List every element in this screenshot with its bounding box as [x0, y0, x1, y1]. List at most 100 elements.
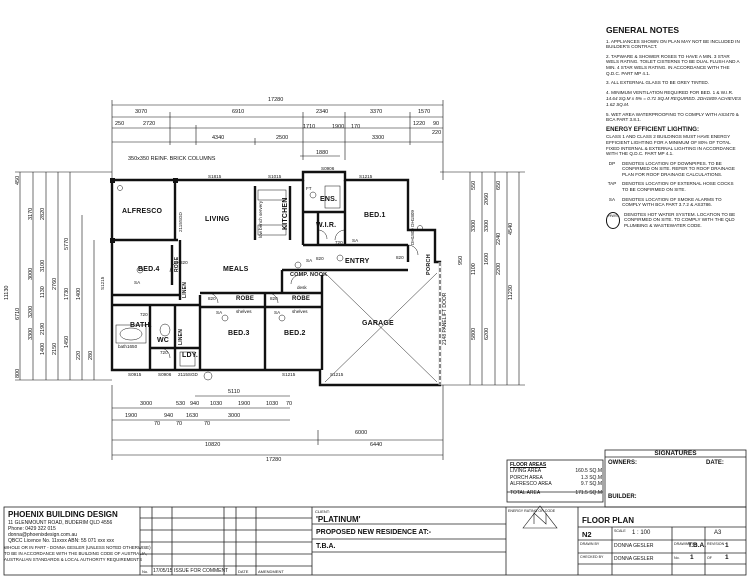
- drawn-by: DONNA GESLER: [614, 543, 654, 549]
- checked-by: DONNA GESLER: [614, 556, 654, 562]
- dim-bottom-overall: 17280: [266, 457, 282, 463]
- room-comp-nook: COMP. NOOK: [290, 272, 328, 278]
- dim-right-6200: 6200: [484, 327, 490, 340]
- floor-area-value: 1.3 SQ.M: [580, 474, 602, 481]
- window-s0906: S0906: [321, 166, 335, 171]
- floor-area-value: 9.7 SQ.M: [580, 481, 602, 488]
- dim-top-220: 220: [432, 130, 442, 136]
- site-address: T.B.A.: [316, 543, 336, 550]
- dim-top-1710: 1710: [303, 124, 316, 130]
- room-garage: GARAGE: [362, 320, 394, 327]
- dim-top-1220: 1220: [413, 121, 426, 127]
- dim-right-1100: 1100: [471, 263, 477, 275]
- floor-area-label: PORCH AREA: [510, 474, 543, 481]
- company-address: 11 GLENMOUNT ROAD, BUDERIM QLD 4556: [8, 520, 113, 526]
- window-s0906b: S0906: [158, 372, 172, 377]
- label-desk: desk: [297, 285, 307, 290]
- dim-left-800: 800: [15, 368, 21, 378]
- room-living: LIVING: [205, 216, 230, 223]
- sheet-title: FLOOR PLAN: [582, 516, 634, 525]
- company-phone: Phone: 0429 322 015: [8, 526, 56, 532]
- room-robe-2: ROBE: [292, 296, 311, 302]
- company-name: PHOENIX BUILDING DESIGN: [8, 510, 118, 519]
- dim-bottom-1630: 1630: [186, 413, 199, 419]
- notes-title: GENERAL NOTES: [606, 25, 680, 35]
- dim-bottom-1030: 1030: [210, 401, 223, 407]
- label-shelves-1: shelves: [236, 309, 252, 314]
- client-name: 'PLATINUM': [316, 515, 361, 524]
- dim-left-5770: 5770: [64, 237, 70, 250]
- dim-left-11130: 11130: [4, 285, 10, 300]
- dim-top-90: 90: [433, 121, 440, 127]
- dim-left-2760: 2760: [52, 277, 58, 290]
- dim-left-1730: 1730: [64, 287, 70, 300]
- smoke-alarm-2: SA: [274, 310, 281, 315]
- label-ft: FT: [306, 186, 312, 191]
- proposed-label: PROPOSED NEW RESIDENCE AT:-: [316, 529, 432, 536]
- dim-right-1600: 1600: [484, 252, 490, 265]
- signatures-title: SIGNATURES: [654, 450, 697, 457]
- window-s1215-top: S1215: [359, 174, 373, 179]
- room-alfresco: ALFRESCO: [122, 208, 163, 215]
- dim-top-2720: 2720: [143, 121, 156, 127]
- date-label: DATE:: [706, 460, 724, 466]
- standards-line: AUSTRALIAN STANDARDS & LOCAL AUTHORITY R…: [4, 557, 143, 562]
- dim-left-6710: 6710: [15, 307, 21, 320]
- room-meals: MEALS: [223, 266, 249, 273]
- tap-symbol: TAP: [607, 181, 617, 187]
- room-bed1: BED.1: [364, 212, 386, 219]
- checked-label: CHECKED BY: [580, 555, 604, 559]
- dim-bottom-1900b: 1900: [125, 413, 138, 419]
- company-email: donna@phoenixdesign.com.au: [8, 532, 78, 538]
- dim-right-2240: 2240: [496, 232, 502, 245]
- floor-area-total-value: 171.5 SQ.M: [575, 489, 602, 496]
- floor-area-value: 160.5 SQ.M: [575, 468, 602, 475]
- dim-top-2: 6910: [232, 109, 245, 115]
- dim-bottom-6000: 6000: [355, 430, 368, 436]
- note-item-3: 3. ALL EXTERNAL GLASS TO BE GREY TINTED.: [606, 80, 709, 86]
- room-wc: WC: [157, 337, 170, 344]
- dim-left-3200: 3200: [28, 305, 34, 318]
- revision-label: REVISION: [707, 542, 725, 546]
- dim-bottom-6440: 6440: [370, 442, 383, 448]
- note-item-1: 1. APPLIANCES SHOWN ON PLAN MAY NOT BE I…: [606, 38, 740, 50]
- dim-right-2200: 2200: [496, 262, 502, 275]
- legend-hws-text: DENOTES HOT WATER SYSTEM. LOCATION TO BE…: [624, 211, 736, 229]
- room-ens: ENS.: [320, 196, 338, 203]
- dim-right-2080: 2060: [484, 192, 490, 205]
- window-s1815: S1815: [208, 174, 222, 179]
- rev-text: ISSUE FOR COMMENT: [174, 568, 229, 574]
- dim-top-170: 170: [351, 124, 361, 130]
- door-720-b: 720: [160, 350, 168, 355]
- dim-left-280: 280: [88, 350, 94, 360]
- room-wir: W.I.R.: [316, 222, 337, 229]
- dim-top-250: 250: [115, 121, 125, 127]
- dim-left-220: 220: [76, 350, 82, 360]
- smoke-alarm-3: SA: [306, 258, 313, 263]
- dim-left-1400b: 1400: [76, 287, 82, 300]
- door-820-d: 820: [396, 255, 404, 260]
- revision-value: 1: [725, 542, 729, 549]
- dim-right-3300b: 3300: [484, 219, 490, 232]
- room-bed4: BED.4: [138, 266, 160, 273]
- dim-top-2500: 2500: [276, 135, 289, 141]
- dim-top-1900: 1900: [332, 124, 345, 130]
- legend-downpipe: DP DENOTES LOCATION OF DOWNPIPES. TO BE …: [606, 161, 741, 178]
- window-dh1809: DH1809 DH1809: [410, 210, 415, 245]
- dim-top-3300: 3300: [372, 135, 385, 141]
- room-bed3: BED.3: [228, 330, 250, 337]
- job-number: N2: [582, 530, 592, 539]
- dim-left-1130: 1130: [40, 286, 46, 298]
- label-shelves-2: shelves: [292, 309, 308, 314]
- scale-value: 1 : 100: [632, 530, 651, 536]
- legend-smoke-alarm: SA DENOTES LOCATION OF SMOKE ALARMS TO C…: [606, 197, 741, 208]
- dim-left-3300: 3300: [28, 327, 34, 340]
- door-2115sgd: 2115SGD: [178, 372, 198, 377]
- legend-downpipe-text: DENOTES LOCATION OF DOWNPIPES. TO BE CON…: [622, 160, 735, 177]
- dim-right-950: 950: [458, 255, 464, 265]
- legend-smoke-alarm-text: DENOTES LOCATION OF SMOKE ALARMS TO COMP…: [622, 196, 722, 208]
- smoke-alarm-5: SA: [352, 238, 359, 243]
